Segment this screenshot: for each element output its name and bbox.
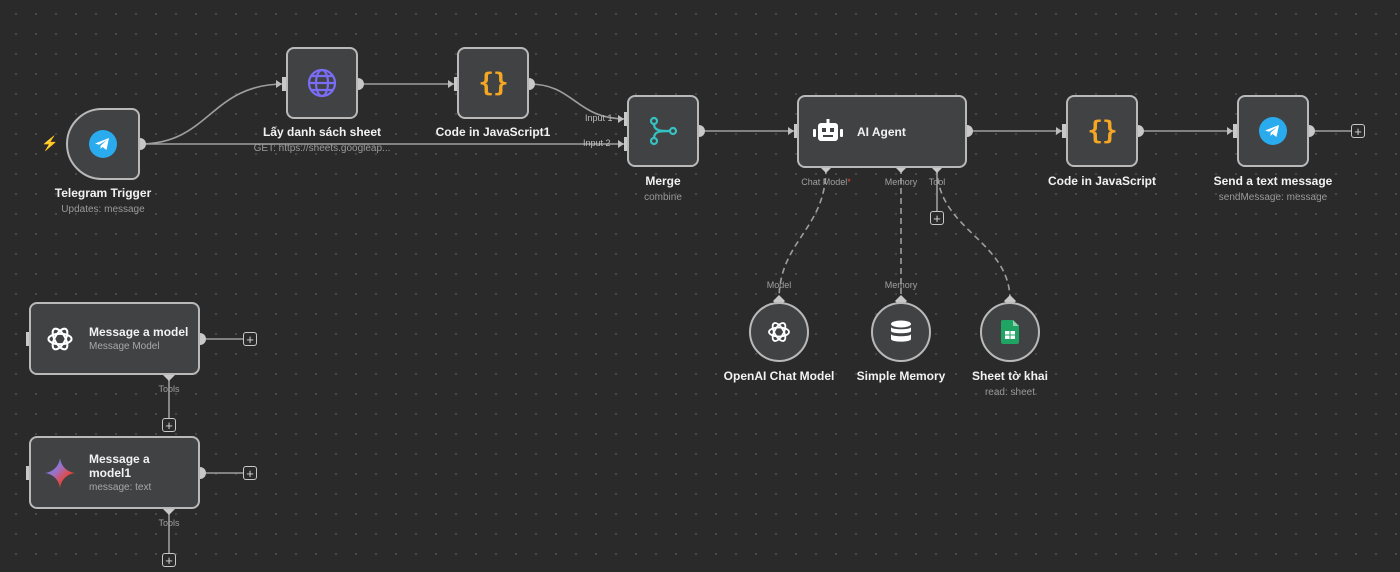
merge-input2-label: Input 2 — [583, 138, 611, 148]
wire-trigger-to-get-sheet — [139, 83, 285, 145]
add-message-model-tool-button[interactable]: + — [162, 418, 176, 432]
wire-code1-to-merge-input1 — [528, 83, 627, 120]
database-icon — [891, 320, 911, 342]
merge-subtitle: combine — [644, 192, 682, 203]
node-simple-memory[interactable] — [871, 302, 931, 362]
telegram-trigger-subtitle: Updates: message — [61, 204, 145, 215]
merge-title: Merge — [645, 174, 681, 188]
message-model1-title: Message a model1 — [89, 452, 150, 480]
get-sheet-subtitle: GET: https://sheets.googleap... — [253, 143, 391, 154]
send-message-subtitle: sendMessage: message — [1218, 192, 1328, 203]
openai-icon — [47, 327, 73, 350]
message-model-title: Message a model — [89, 325, 189, 339]
openai-model-port: Model — [766, 280, 792, 290]
node-sheet-to-khai[interactable] — [980, 302, 1040, 362]
curly-braces-icon: {} — [1087, 116, 1117, 146]
globe-icon — [307, 68, 337, 98]
sheet-to-khai-title: Sheet tờ khai — [972, 369, 1048, 383]
ai-agent-title: AI Agent — [857, 124, 906, 139]
node-send-text-message[interactable] — [1237, 95, 1309, 167]
ai-agent-chat-model-port: Chat Model* — [801, 177, 851, 187]
telegram-trigger-title: Telegram Trigger — [54, 186, 152, 200]
message-model-subtitle: Message Model — [89, 341, 160, 352]
required-mark: * — [847, 177, 851, 187]
node-message-a-model[interactable]: Message a model Message Model — [29, 302, 200, 375]
add-after-message-model1-button[interactable]: + — [243, 466, 257, 480]
openai-chat-model-title: OpenAI Chat Model — [723, 369, 835, 383]
node-ai-agent[interactable]: AI Agent — [797, 95, 967, 168]
google-sheets-icon — [1001, 320, 1019, 344]
merge-icon — [649, 116, 678, 146]
gemini-icon — [45, 457, 75, 488]
node-message-a-model1[interactable]: Message a model1 message: text — [29, 436, 200, 509]
simple-memory-title: Simple Memory — [856, 369, 946, 383]
merge-input1-label: Input 1 — [585, 113, 613, 123]
send-message-title: Send a text message — [1213, 174, 1333, 188]
get-sheet-title: Lấy danh sách sheet — [262, 125, 382, 139]
simple-memory-port: Memory — [884, 280, 918, 290]
code1-title: Code in JavaScript1 — [435, 125, 551, 139]
add-tool-button[interactable]: + — [930, 211, 944, 225]
node-telegram-trigger[interactable] — [66, 108, 140, 180]
node-code-javascript[interactable]: {} — [1066, 95, 1138, 167]
ai-agent-memory-port: Memory — [884, 177, 918, 187]
node-code-javascript1[interactable]: {} — [457, 47, 529, 119]
robot-icon — [813, 118, 843, 141]
node-merge[interactable] — [627, 95, 699, 167]
message-model-tools-port: Tools — [158, 384, 180, 394]
curly-braces-icon: {} — [478, 68, 508, 98]
message-model1-subtitle: message: text — [89, 482, 152, 493]
openai-icon — [768, 322, 790, 342]
sheet-to-khai-subtitle: read: sheet — [984, 387, 1036, 398]
node-openai-chat-model[interactable] — [749, 302, 809, 362]
wire-openai-to-chat-model — [778, 167, 827, 301]
add-message-model1-tool-button[interactable]: + — [162, 553, 176, 567]
telegram-icon — [1259, 117, 1287, 145]
message-model1-tools-port: Tools — [158, 518, 180, 528]
ai-agent-tool-port: Tool — [928, 177, 946, 187]
add-after-send-button[interactable]: + — [1351, 124, 1365, 138]
code2-title: Code in JavaScript — [1047, 174, 1157, 188]
node-get-sheet[interactable] — [286, 47, 358, 119]
wire-sheet-to-tool — [936, 167, 1011, 301]
chat-model-port-label: Chat Model — [801, 177, 848, 187]
add-after-message-model-button[interactable]: + — [243, 332, 257, 346]
trigger-bolt-icon: ⚡ — [41, 135, 59, 151]
telegram-icon — [89, 130, 117, 158]
